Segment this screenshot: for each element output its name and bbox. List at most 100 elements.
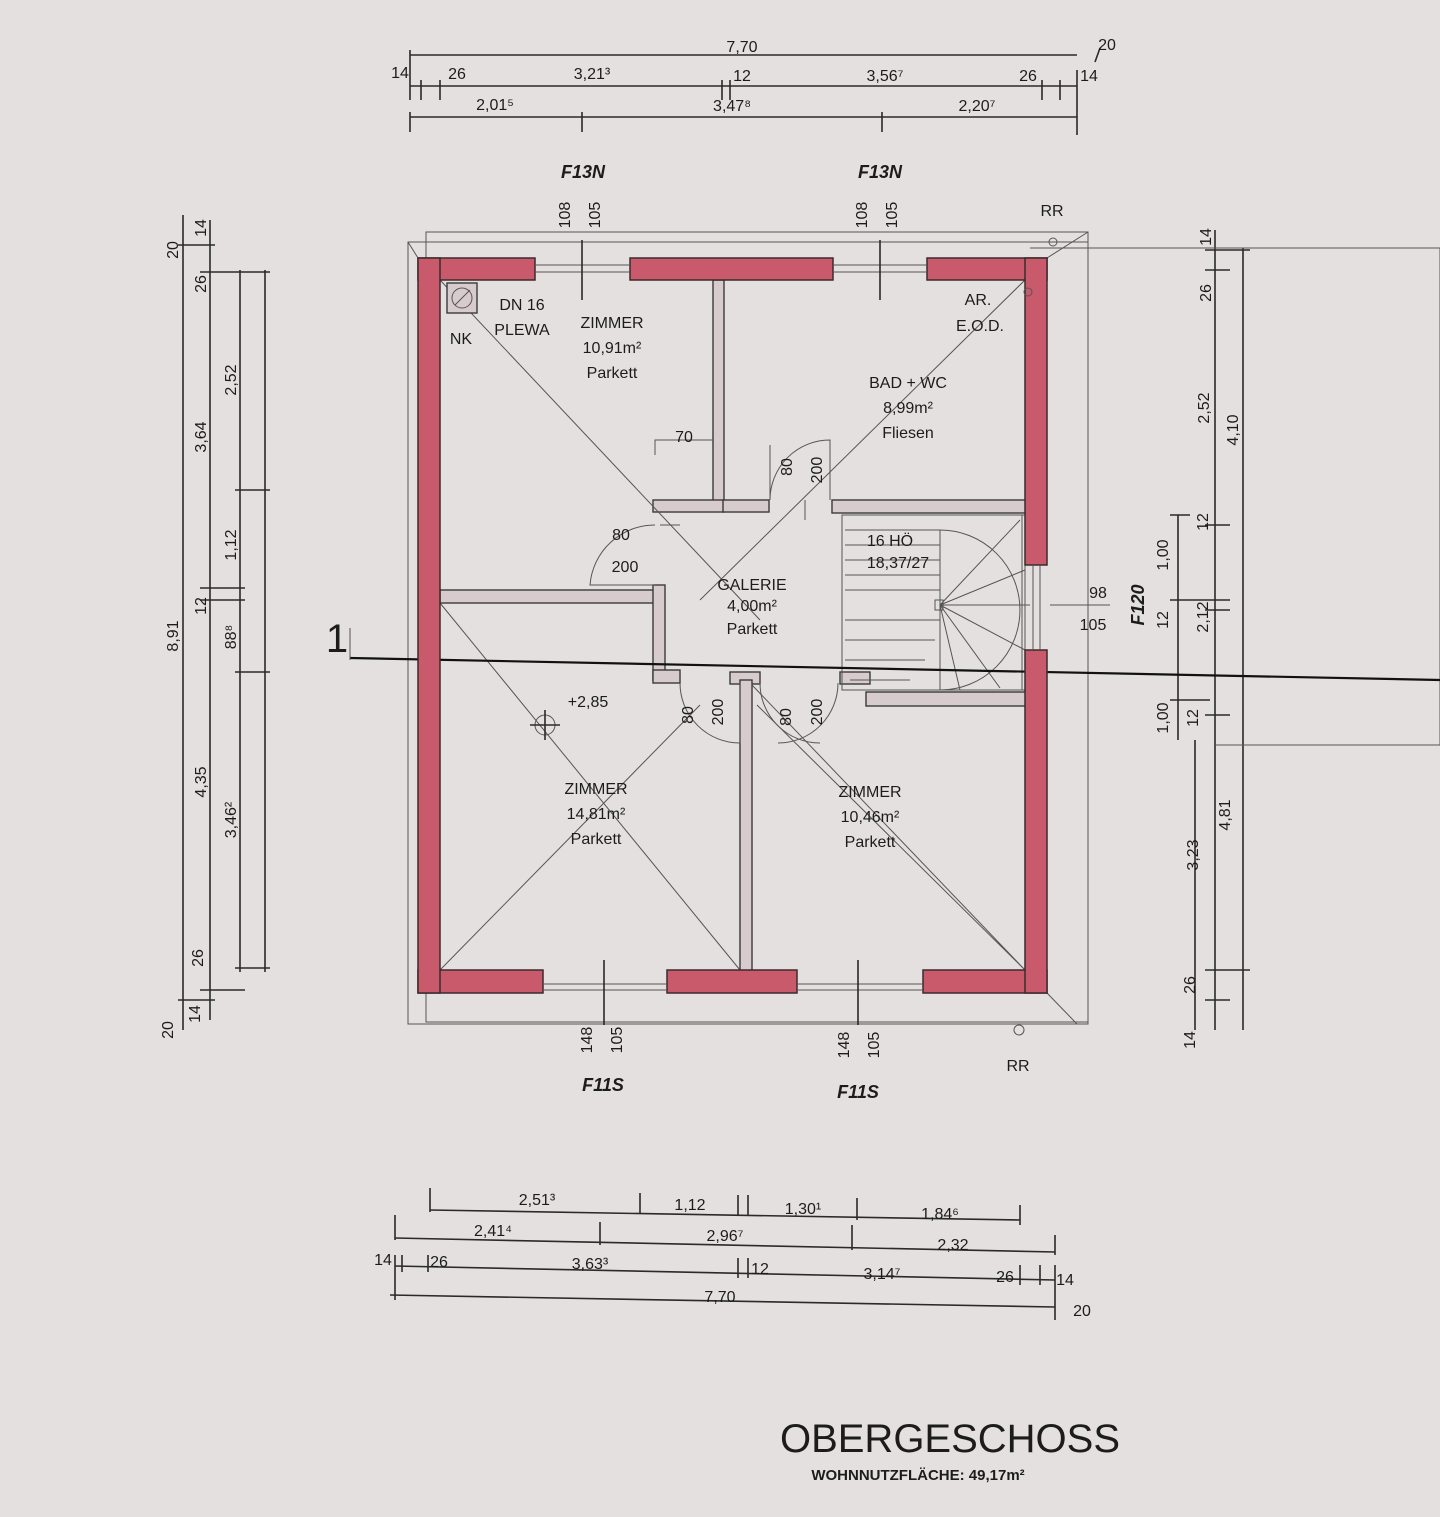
room-floor: Parkett — [587, 365, 638, 382]
window-dim: 105 — [587, 202, 604, 229]
door-dim: 80 — [680, 706, 697, 724]
dim-top: 14 — [1080, 68, 1098, 85]
room-floor: Fliesen — [882, 425, 934, 442]
dim-top: 3,47⁸ — [713, 98, 751, 115]
door-dim: 200 — [710, 699, 727, 726]
dim-left: 26 — [190, 949, 207, 967]
window-label: F13N — [561, 162, 606, 182]
dim-top: 20 — [1098, 37, 1116, 54]
door-dim: 80 — [778, 708, 795, 726]
dim-total-right: 4,10 — [1225, 414, 1242, 445]
plan-title: OBERGESCHOSS — [780, 1417, 1120, 1461]
dim-bottom: 1,12 — [674, 1197, 705, 1214]
dim-left: 1,12 — [223, 529, 240, 560]
dim-bottom: 2,96⁷ — [707, 1228, 744, 1245]
dim-right: 14 — [1198, 228, 1215, 246]
exterior-walls — [417, 257, 1048, 994]
room-name: BAD + WC — [869, 375, 947, 392]
dim-left: 26 — [193, 275, 210, 293]
dim-bottom: 2,41⁴ — [474, 1223, 512, 1240]
dim-total-left: 8,91 — [165, 620, 182, 651]
level-label: +2,85 — [568, 694, 609, 711]
dim-bottom: 26 — [996, 1269, 1014, 1286]
interior-walls — [439, 279, 1027, 976]
room-name: GALERIE — [717, 577, 786, 594]
stairs-label: 16 HÖ — [867, 532, 913, 550]
dim-top: 3,21³ — [574, 66, 611, 83]
stairs-label: 18,37/27 — [867, 555, 929, 572]
dim-top: 26 — [448, 66, 466, 83]
room-area: 10,91m² — [583, 340, 642, 357]
dim-total-right: 4,81 — [1217, 799, 1234, 830]
room-area: 14,81m² — [567, 806, 626, 823]
dim-left: 88⁸ — [223, 625, 240, 650]
window-label: F13N — [858, 162, 903, 182]
dim-left: 20 — [160, 1021, 177, 1039]
dim-right: 1,00 — [1155, 539, 1172, 570]
dim-right: 12 — [1185, 709, 1202, 727]
room-name: ZIMMER — [564, 781, 627, 798]
window-dim: 98 — [1089, 585, 1107, 602]
dim-left: 4,35 — [193, 766, 210, 797]
door-dim: 80 — [779, 458, 796, 476]
dim-right: 12 — [1195, 513, 1212, 531]
dim-right: 1,00 — [1155, 702, 1172, 733]
dim-top: 2,20⁷ — [959, 98, 996, 115]
rain-pipe-label: RR — [1040, 203, 1063, 220]
dim-left: 3,46² — [223, 801, 240, 838]
window-dim: 105 — [1080, 617, 1107, 634]
dim-bottom: 3,14⁷ — [864, 1266, 901, 1283]
dim-bottom: 14 — [374, 1252, 392, 1269]
dim-left: 20 — [165, 241, 182, 259]
dim-total-top: 7,70 — [726, 39, 757, 56]
ar-label: AR. — [965, 292, 992, 309]
room-floor: Parkett — [845, 834, 896, 851]
dim-right: 12 — [1155, 611, 1172, 629]
door-dim: 200 — [612, 559, 639, 576]
dim-bottom: 3,63³ — [572, 1256, 609, 1273]
dim-right: 3,23 — [1185, 839, 1202, 870]
dim-top: 12 — [733, 68, 751, 85]
door-swings — [589, 439, 839, 744]
room-area: 4,00m² — [727, 598, 777, 615]
window-dim: 105 — [609, 1027, 626, 1054]
chimney-label: DN 16 — [499, 297, 544, 314]
dim-top: 26 — [1019, 68, 1037, 85]
dim-top: 3,56⁷ — [867, 68, 904, 85]
dim-bottom: 1,30¹ — [785, 1201, 821, 1218]
window-dim: 105 — [884, 202, 901, 229]
windows — [535, 240, 1041, 1025]
dim-right: 2,52 — [1196, 392, 1213, 423]
window-label: F120 — [1128, 584, 1148, 625]
door-dim: 80 — [612, 527, 630, 544]
staircase — [841, 514, 1030, 691]
dimension-lines — [178, 47, 1440, 1320]
dim-bottom: 2,32 — [937, 1237, 968, 1254]
door-dim: 200 — [809, 699, 826, 726]
ar-label: E.O.D. — [956, 318, 1004, 335]
rain-pipe-label: RR — [1006, 1058, 1029, 1075]
window-dim: 105 — [866, 1032, 883, 1059]
window-label: F11S — [837, 1082, 879, 1102]
window-dim: 108 — [557, 202, 574, 229]
room-diagonals — [349, 279, 1440, 971]
chimney-nk-label: NK — [450, 331, 473, 348]
window-label: F11S — [582, 1075, 624, 1095]
room-floor: Parkett — [727, 621, 778, 638]
dim-left: 3,64 — [193, 421, 210, 452]
roof-outline — [407, 231, 1089, 1025]
dim-left: 12 — [193, 597, 210, 615]
dim-top: 2,01⁵ — [476, 97, 514, 114]
dim-top: 14 — [391, 65, 409, 82]
dim-bottom: 2,51³ — [519, 1192, 556, 1209]
section-marker: 1 — [326, 617, 348, 661]
plan-subtitle: WOHNNUTZFLÄCHE: 49,17m² — [811, 1467, 1024, 1484]
room-name: ZIMMER — [838, 784, 901, 801]
room-area: 8,99m² — [883, 400, 933, 417]
dim-total-bottom: 7,70 — [704, 1289, 735, 1306]
door-dim: 70 — [675, 429, 693, 446]
door-dim: 200 — [809, 457, 826, 484]
fixtures — [446, 237, 1058, 1036]
